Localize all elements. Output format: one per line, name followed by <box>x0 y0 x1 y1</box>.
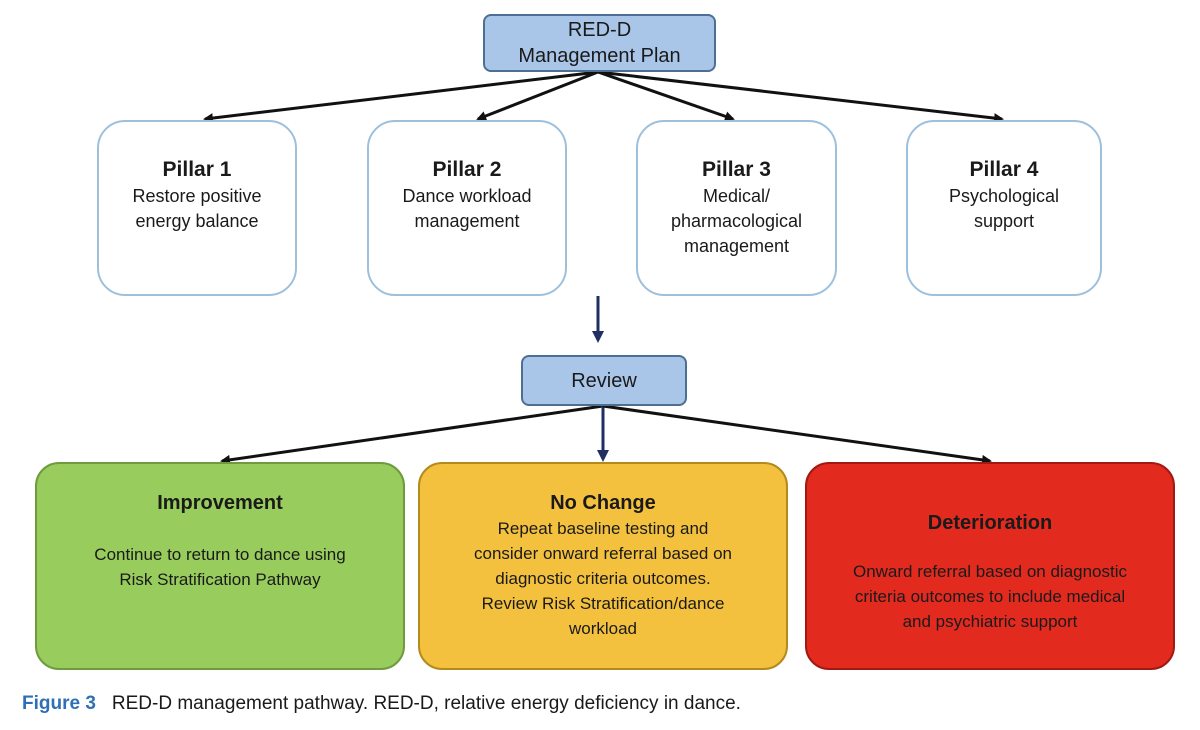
arrow-review-to-improvement <box>220 404 604 465</box>
deterioration-line-1: Onward referral based on diagnostic <box>852 562 1128 581</box>
arrow-review-to-deterioration <box>602 404 992 465</box>
pillar-3-node: Pillar 3 Medical/ pharmacological manage… <box>636 120 837 296</box>
pillar-2-line-1: Dance workload <box>402 186 532 206</box>
pillar-4-line-2: support <box>973 211 1035 231</box>
no-change-line-4: Review Risk Stratification/dance <box>481 594 725 613</box>
pillar-2-title: Pillar 2 <box>432 158 502 181</box>
deterioration-line-3: and psychiatric support <box>902 612 1078 631</box>
no-change-title: No Change <box>550 492 656 514</box>
pillar-3-line-2: pharmacological <box>670 211 803 231</box>
arrow-top-to-pillar-3 <box>597 70 735 122</box>
no-change-line-3: diagnostic criteria outcomes. <box>495 569 711 588</box>
management-plan-line-1: RED-D <box>567 19 632 41</box>
pillar-2-node: Pillar 2 Dance workload management <box>367 120 567 296</box>
pillar-1-line-1: Restore positive <box>132 186 262 206</box>
pillar-1-node: Pillar 1 Restore positive energy balance <box>97 120 297 296</box>
no-change-node: No Change Repeat baseline testing and co… <box>418 462 788 670</box>
arrow-top-to-pillar-2 <box>476 70 599 121</box>
pillar-4-title: Pillar 4 <box>969 158 1039 181</box>
arrow-top-to-pillar-1 <box>203 70 599 124</box>
deterioration-line-2: criteria outcomes to include medical <box>854 587 1126 606</box>
deterioration-node: Deterioration Onward referral based on d… <box>805 462 1175 670</box>
arrow-top-to-pillar-4 <box>597 70 1004 124</box>
pillar-1-line-2: energy balance <box>135 211 259 231</box>
improvement-title: Improvement <box>157 492 283 514</box>
pillar-2-line-2: management <box>414 211 520 231</box>
management-plan-node: RED-D Management Plan <box>483 14 716 72</box>
figure-caption-text: RED-D management pathway. RED-D, relativ… <box>111 693 741 714</box>
no-change-line-1: Repeat baseline testing and <box>497 519 709 538</box>
deterioration-title: Deterioration <box>927 512 1053 534</box>
pillar-3-line-1: Medical/ <box>702 186 771 206</box>
figure-caption: Figure 3 RED-D management pathway. RED-D,… <box>22 692 741 716</box>
pillar-4-line-1: Psychological <box>948 186 1060 206</box>
no-change-line-5: workload <box>568 619 638 638</box>
pillar-3-line-3: management <box>683 236 790 256</box>
review-node: Review <box>521 355 687 406</box>
pillar-3-title: Pillar 3 <box>702 158 771 181</box>
pillar-1-title: Pillar 1 <box>162 158 232 181</box>
management-plan-line-2: Management Plan <box>518 45 681 67</box>
no-change-line-2: consider onward referral based on <box>474 544 732 563</box>
figure-label: Figure 3 <box>22 693 96 714</box>
pillar-4-node: Pillar 4 Psychological support <box>906 120 1102 296</box>
review-label: Review <box>571 369 637 392</box>
improvement-line-1: Continue to return to dance using <box>94 545 346 564</box>
improvement-node: Improvement Continue to return to dance … <box>35 462 405 670</box>
improvement-line-2: Risk Stratification Pathway <box>119 570 321 589</box>
